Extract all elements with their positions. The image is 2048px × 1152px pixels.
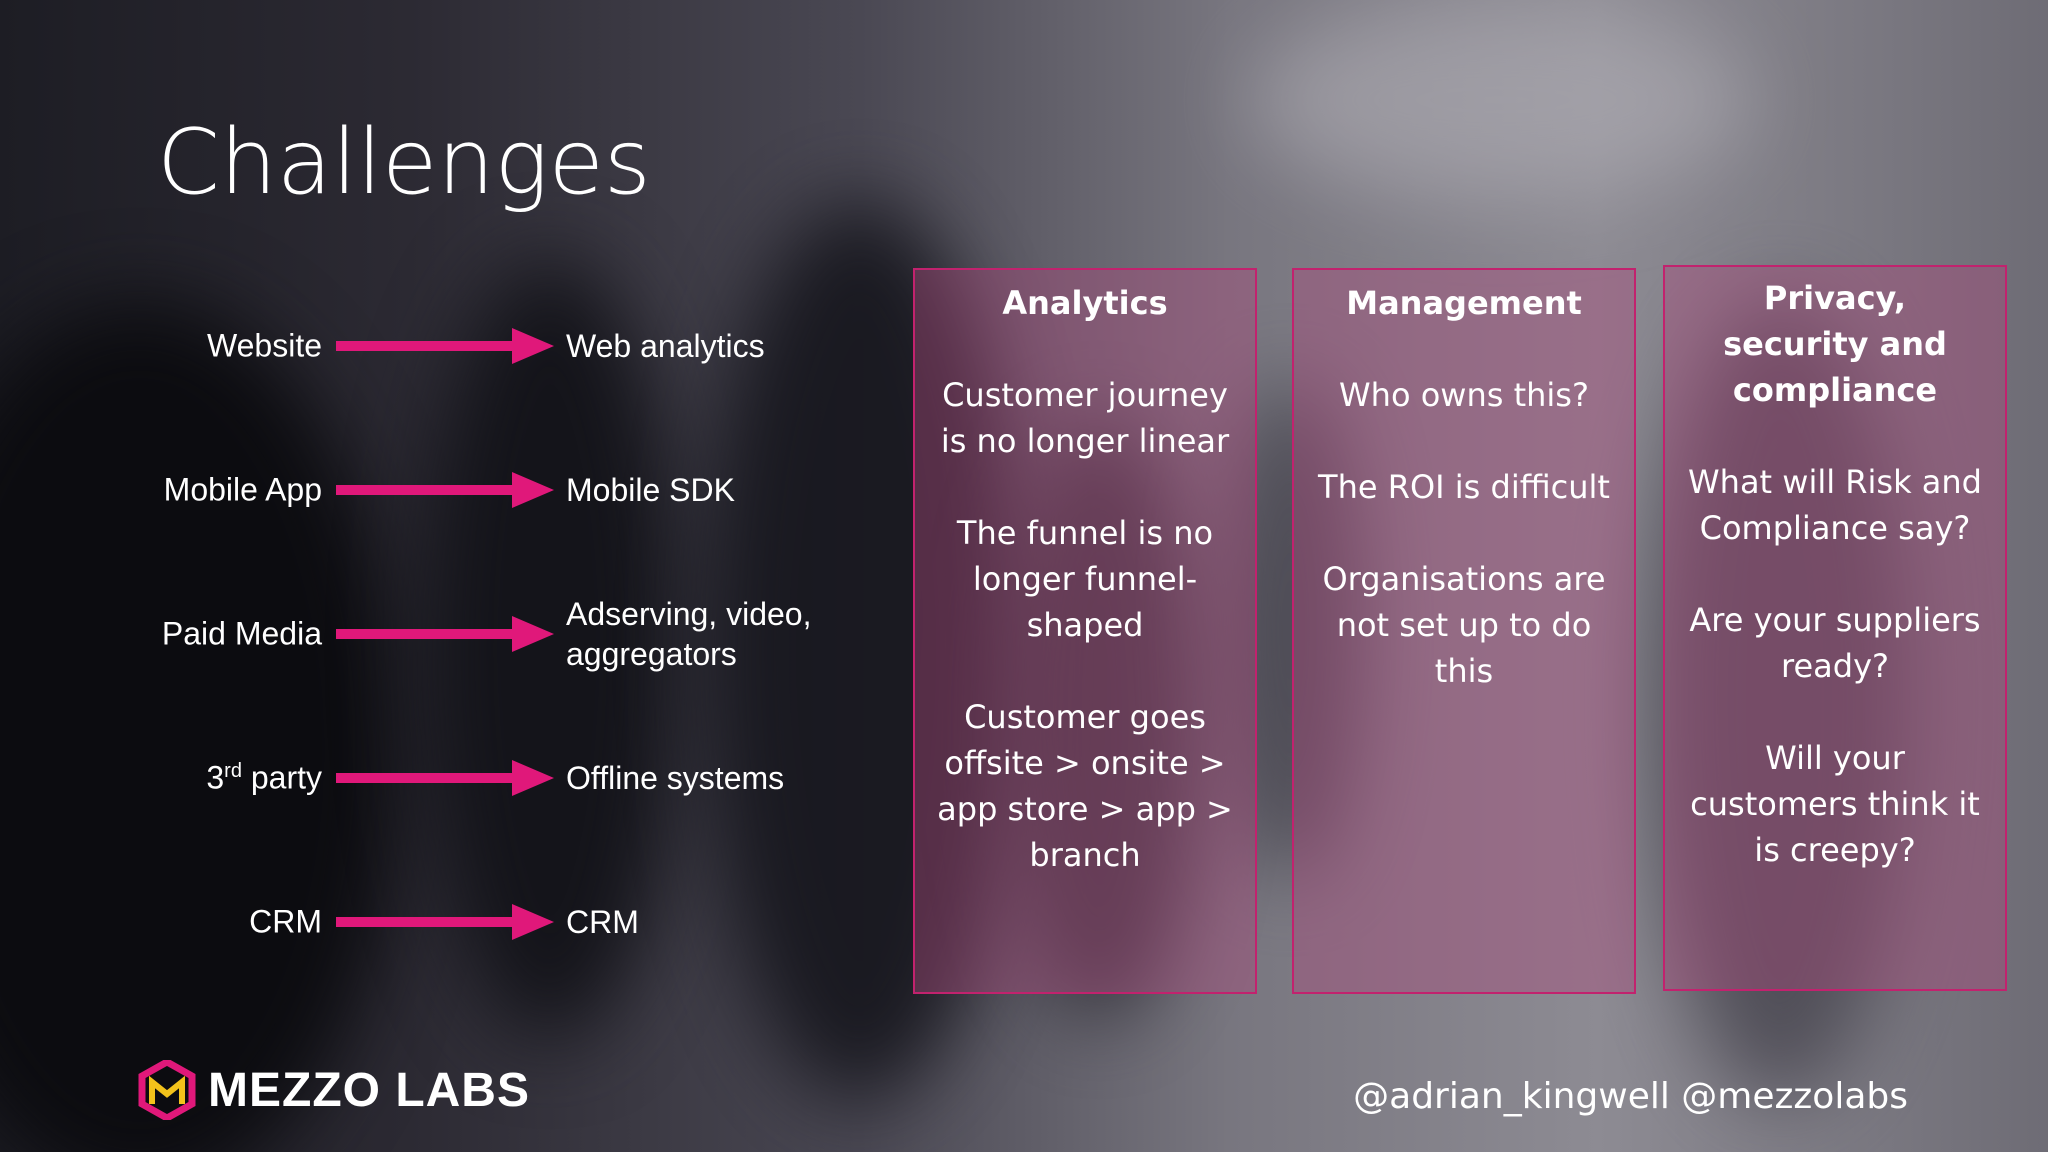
panel-paragraph: The funnel is no longer funnel-shaped xyxy=(956,514,1214,644)
panel-paragraph: Customer journey is no longer linear xyxy=(940,376,1230,460)
flow-target: Adserving, video, aggregators xyxy=(566,594,811,674)
flow-target-line2: aggregators xyxy=(566,636,737,672)
flow-target-line1: Adserving, video, xyxy=(566,596,812,632)
flow-target: Mobile SDK xyxy=(566,472,735,508)
mezzo-logo-icon xyxy=(138,1060,196,1120)
panel-paragraph: The ROI is difficult xyxy=(1318,468,1610,506)
arrow-right-icon xyxy=(336,760,554,796)
panel-analytics: Analytics Customer journey is no longer … xyxy=(913,268,1257,994)
flow-row-paid-media: Paid Media Adserving, video, aggregators xyxy=(0,584,900,684)
flow-source: Paid Media xyxy=(161,615,322,652)
arrow-right-icon xyxy=(336,472,554,508)
flow-source: Website xyxy=(206,327,322,364)
flow-source: 3rd party xyxy=(206,759,322,796)
flow-row-crm: CRM CRM xyxy=(0,872,900,972)
arrow-right-icon xyxy=(336,904,554,940)
panel-paragraph: Who owns this? xyxy=(1339,376,1589,414)
flow-source: CRM xyxy=(249,903,322,940)
page-title: Challenges xyxy=(157,110,651,215)
flow-source: Mobile App xyxy=(163,471,322,508)
flow-row-website: Website Web analytics xyxy=(0,296,900,396)
social-handles: @adrian_kingwell @mezzolabs xyxy=(1353,1076,1908,1117)
mezzo-labs-logo: MEZZO LABS xyxy=(138,1060,530,1120)
panel-privacy: Privacy, security and compliance What wi… xyxy=(1663,265,2007,991)
panel-title: Management xyxy=(1346,284,1582,322)
panel-title: Privacy, security and compliance xyxy=(1723,279,1947,409)
arrow-right-icon xyxy=(336,328,554,364)
flow-row-third-party: 3rd party Offline systems xyxy=(0,728,900,828)
panel-paragraph: Will your customers think it is creepy? xyxy=(1690,739,1980,869)
panel-paragraph: Are your suppliers ready? xyxy=(1689,601,1981,685)
arrow-right-icon xyxy=(336,616,554,652)
flow-row-mobile-app: Mobile App Mobile SDK xyxy=(0,440,900,540)
panel-paragraph: Organisations are not set up to do this xyxy=(1322,560,1606,690)
flow-target: CRM xyxy=(566,904,639,940)
flow-target: Web analytics xyxy=(566,328,765,364)
flow-target: Offline systems xyxy=(566,760,785,796)
panel-paragraph: What will Risk and Compliance say? xyxy=(1688,463,1982,547)
panel-paragraph: Customer goes offsite > onsite > app sto… xyxy=(937,698,1233,874)
logo-text: MEZZO LABS xyxy=(208,1063,530,1117)
panel-title: Analytics xyxy=(1002,284,1168,322)
panel-management: Management Who owns this? The ROI is dif… xyxy=(1292,268,1636,994)
